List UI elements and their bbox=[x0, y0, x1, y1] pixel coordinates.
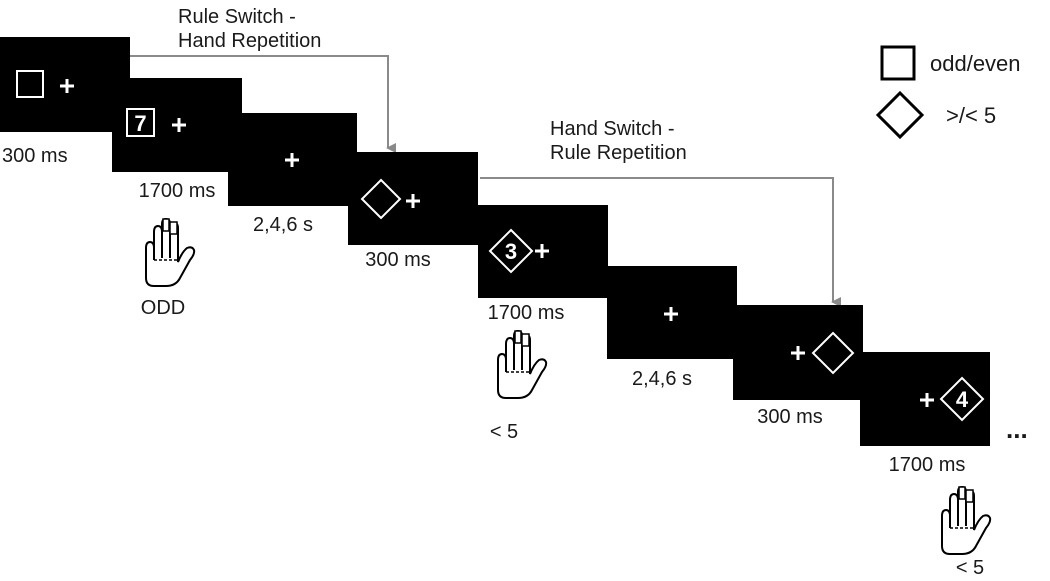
trial1-iti: 2,4,6 s bbox=[252, 214, 314, 236]
hand-switch-arrow bbox=[480, 177, 841, 307]
trial3-cue-duration: 300 ms bbox=[757, 406, 823, 428]
fixation-cross-icon bbox=[285, 153, 299, 167]
target-digit: 4 bbox=[956, 387, 969, 412]
fixation-cross-icon bbox=[406, 194, 420, 208]
fixation-cross-icon bbox=[920, 393, 934, 407]
trial3-target-screen: 4 bbox=[860, 352, 990, 446]
trial1-cue-screen bbox=[0, 37, 130, 132]
target-digit: 7 bbox=[134, 111, 146, 136]
hand-icon bbox=[941, 486, 992, 555]
trial2-iti: 2,4,6 s bbox=[631, 368, 693, 390]
diamond-cue-icon bbox=[488, 228, 534, 274]
fixation-cross-icon bbox=[664, 307, 678, 321]
trial2-iti-screen bbox=[607, 266, 737, 359]
diamond-cue-icon bbox=[811, 331, 855, 375]
trial1-iti-screen bbox=[228, 113, 357, 206]
target-digit: 3 bbox=[505, 239, 517, 264]
trial1-response: ODD bbox=[140, 297, 186, 319]
rule-switch-arrow bbox=[130, 55, 396, 153]
fixation-cross-icon bbox=[172, 118, 186, 132]
diamond-cue-icon bbox=[360, 178, 402, 220]
trial2-cue-screen bbox=[348, 152, 478, 245]
square-cue-icon bbox=[126, 108, 155, 137]
rule-switch-label-line2: Hand Repetition bbox=[178, 30, 322, 52]
continuation-ellipsis: ... bbox=[1006, 414, 1028, 444]
hand-icon bbox=[497, 330, 548, 399]
legend-diamond-icon bbox=[875, 90, 925, 140]
trial3-cue-screen bbox=[733, 305, 863, 400]
square-cue-icon bbox=[16, 70, 44, 98]
hand-icon bbox=[145, 218, 196, 287]
trial2-response: < 5 bbox=[489, 421, 519, 443]
trial2-target-screen: 3 bbox=[478, 205, 608, 298]
trial1-target-duration: 1700 ms bbox=[138, 180, 216, 202]
legend-square-label: odd/even bbox=[930, 51, 1021, 76]
legend-diamond-label: >/< 5 bbox=[946, 103, 997, 128]
fixation-cross-icon bbox=[60, 79, 74, 93]
fixation-cross-icon bbox=[791, 346, 805, 360]
trial1-target-screen: 7 bbox=[112, 78, 242, 172]
legend-square-icon bbox=[880, 45, 916, 81]
trial3-target-duration: 1700 ms bbox=[888, 454, 966, 476]
trial1-cue-duration: 300 ms bbox=[2, 145, 68, 167]
trial2-target-duration: 1700 ms bbox=[487, 302, 565, 324]
rule-switch-label-line1: Rule Switch - bbox=[178, 6, 296, 28]
diamond-cue-icon bbox=[939, 376, 985, 422]
hand-switch-label-line2: Rule Repetition bbox=[550, 142, 687, 164]
trial3-response: < 5 bbox=[955, 557, 985, 579]
trial2-cue-duration: 300 ms bbox=[365, 249, 431, 271]
fixation-cross-icon bbox=[535, 244, 549, 258]
hand-switch-label-line1: Hand Switch - bbox=[550, 118, 675, 140]
